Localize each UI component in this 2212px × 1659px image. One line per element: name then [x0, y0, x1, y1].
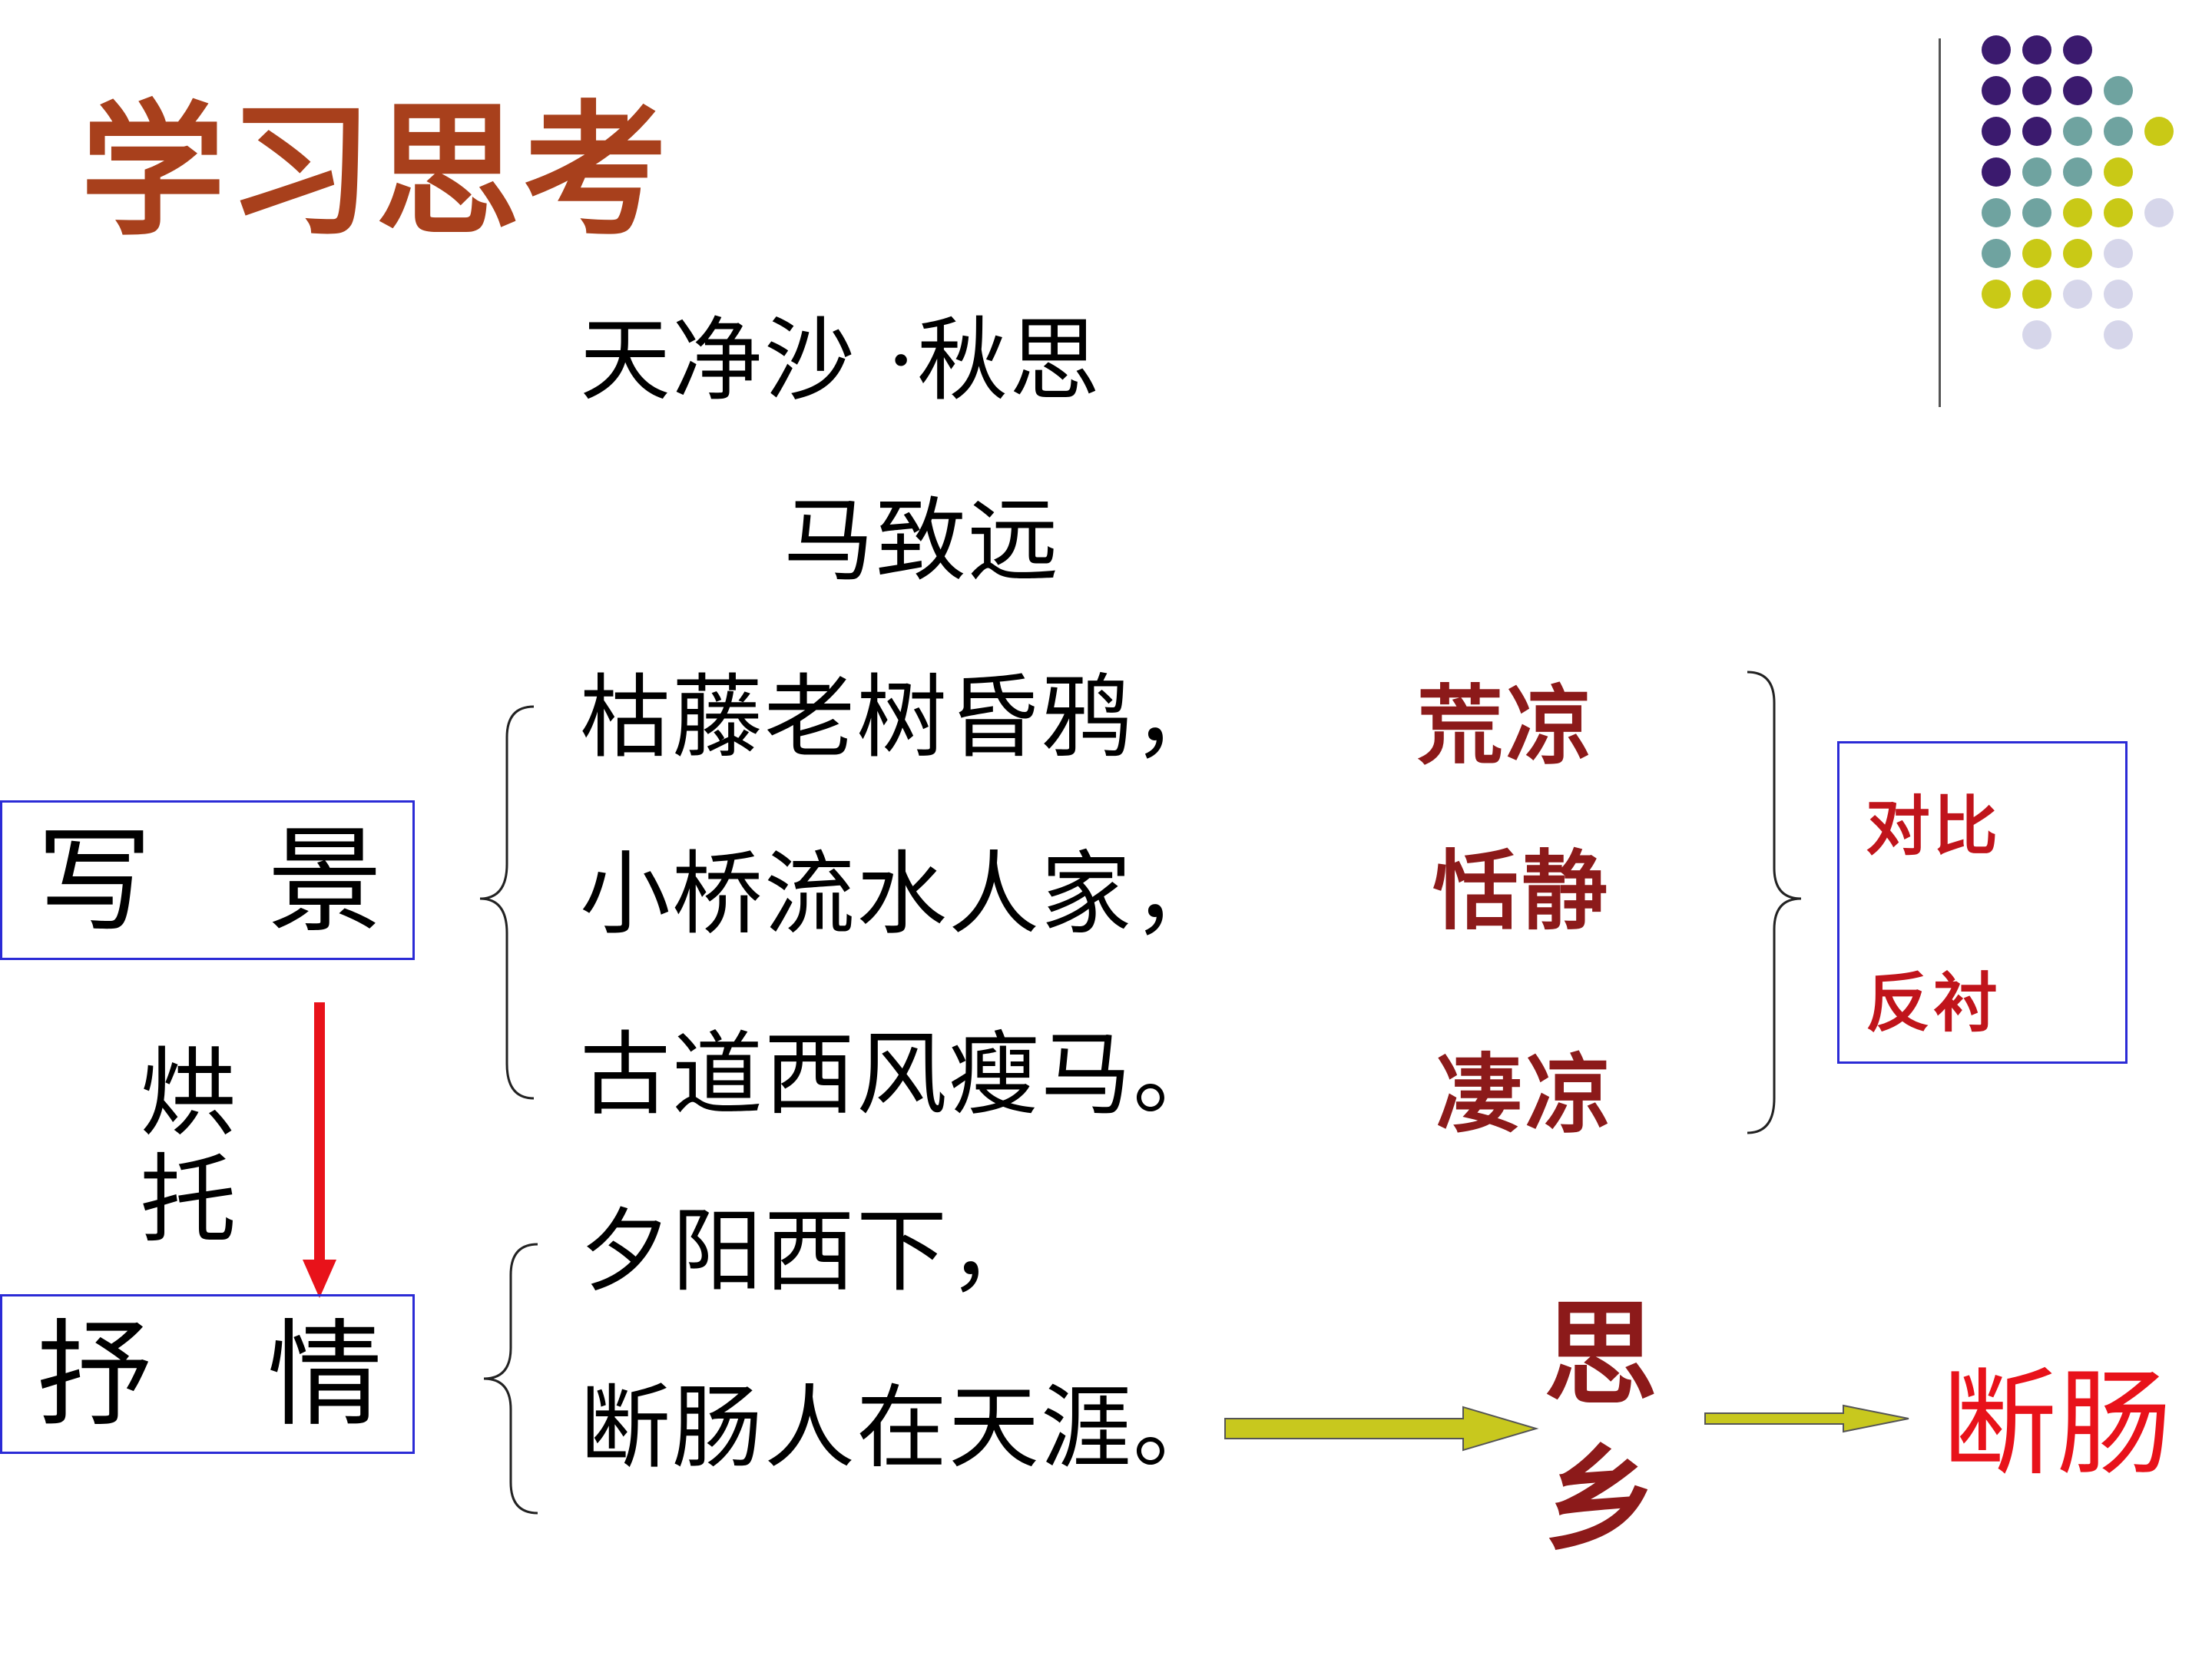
dot [1982, 280, 2011, 309]
poem-line-4: 夕阳西下， [580, 1198, 1041, 1304]
poem-line-5: 断肠人在天涯。 [580, 1375, 1226, 1481]
red-down-arrow-head [303, 1260, 336, 1298]
dot [1982, 198, 2011, 227]
right-brace-moods [1747, 671, 1802, 1134]
dot [2063, 35, 2092, 65]
dot [2104, 76, 2133, 105]
relation-label: 烘托 [140, 1037, 237, 1257]
dot [2063, 76, 2092, 105]
technique-foil: 反衬 [1866, 965, 2002, 1041]
dot [1982, 157, 2011, 187]
decorative-dot-grid [1982, 31, 2212, 369]
page-title: 学习思考 [81, 88, 671, 256]
scene-box: 写 景 [0, 800, 415, 960]
dot [1982, 35, 2011, 65]
poem-title: 天净沙 ·秋思 [580, 307, 1102, 413]
poem-line-3: 古道西风瘦马。 [580, 1022, 1226, 1128]
mood-word-desolate: 荒凉 [1417, 677, 1595, 777]
homesick-label: 思乡 [1544, 1289, 1657, 1567]
dot [2104, 280, 2133, 309]
emotion-box: 抒 情 [0, 1294, 415, 1454]
dot [1982, 117, 2011, 146]
olive-arrow-heartbreak [1704, 1404, 1909, 1433]
olive-arrow-homesick [1224, 1406, 1539, 1452]
dot [1982, 239, 2011, 268]
technique-box: 对比 反衬 [1837, 741, 2128, 1064]
dot [2063, 198, 2092, 227]
mood-word-tranquil: 恬静 [1432, 842, 1611, 942]
dot [2144, 198, 2174, 227]
dot [2104, 320, 2133, 349]
dot [2063, 239, 2092, 268]
dot [2022, 280, 2051, 309]
dot [2063, 157, 2092, 187]
dot [2063, 117, 2092, 146]
dot [2104, 157, 2133, 187]
heartbreak-label: 断肠 [1942, 1358, 2173, 1492]
dot [2144, 117, 2174, 146]
dot [2022, 35, 2051, 65]
poem-line-2: 小桥流水人家， [580, 841, 1226, 947]
dot [2022, 198, 2051, 227]
dot [2104, 117, 2133, 146]
vertical-divider-line [1939, 38, 1941, 407]
dot [2104, 198, 2133, 227]
dot [2063, 280, 2092, 309]
dot [2022, 320, 2051, 349]
dot [2022, 157, 2051, 187]
dot [2022, 117, 2051, 146]
scene-label: 写 景 [37, 815, 383, 949]
dot [2022, 76, 2051, 105]
emotion-label: 抒 情 [37, 1309, 383, 1442]
left-brace-scene [479, 705, 535, 1100]
dot [2104, 239, 2133, 268]
dot [2022, 239, 2051, 268]
poem-author: 马致远 [783, 488, 1061, 594]
poem-line-1: 枯藤老树昏鸦， [580, 664, 1226, 770]
left-brace-emotion [483, 1243, 538, 1515]
mood-word-bleak: 凄凉 [1436, 1045, 1614, 1145]
technique-contrast: 对比 [1866, 789, 2002, 864]
dot [1982, 76, 2011, 105]
